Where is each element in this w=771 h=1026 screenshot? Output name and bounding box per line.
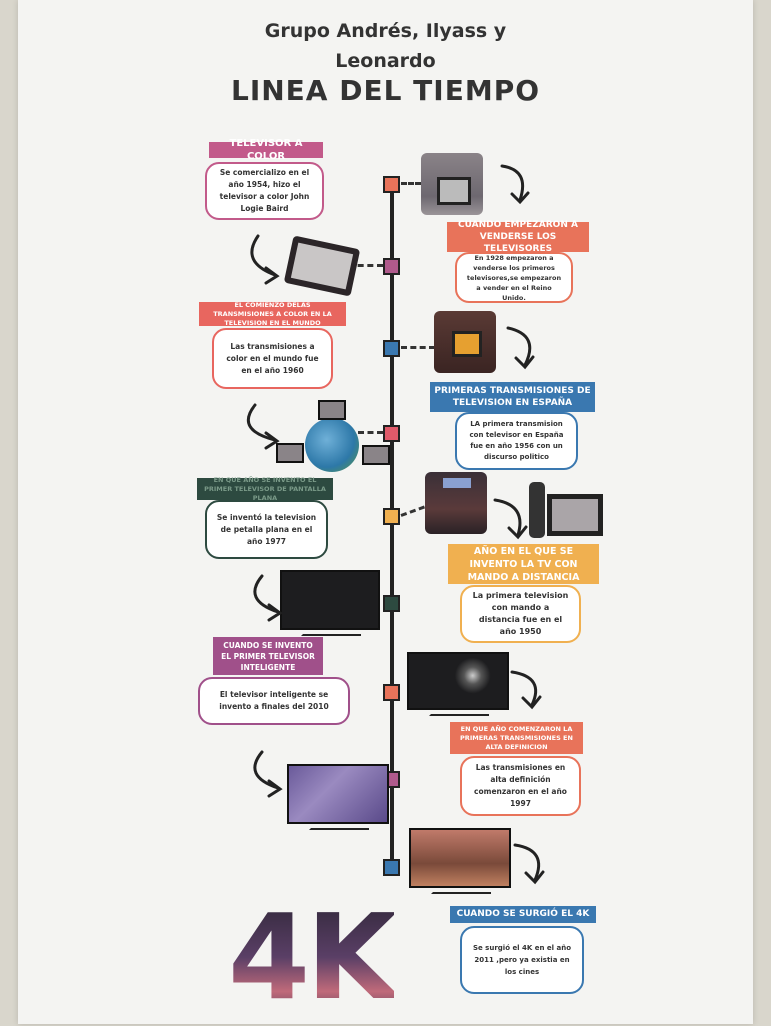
connector (348, 264, 383, 267)
event-description: Las transmisiones en alta definición com… (460, 756, 581, 816)
connector (401, 182, 421, 185)
event-label: CUANDO SE SURGIÓ EL 4K (450, 906, 596, 923)
event-label: AÑO EN EL QUE SE INVENTO LA TV CON MANDO… (448, 544, 599, 584)
flat-screen-tv-image (280, 570, 380, 636)
connector (401, 346, 435, 349)
event-label: EN QUE AÑO SE INVENTO EL PRIMER TELEVISO… (197, 476, 333, 502)
timeline-node (383, 508, 400, 525)
group-names-line2: Leonardo (335, 50, 436, 72)
curved-arrow-icon (253, 750, 280, 790)
retro-tv-icon (547, 494, 603, 536)
event-label: EN QUE AÑO COMENZARON LA PRIMERAS TRANSM… (450, 722, 583, 754)
event-description: En 1928 empezaron a venderse los primero… (455, 252, 573, 303)
old-tv-photo (421, 153, 483, 215)
timeline-node (383, 859, 400, 876)
smart-tv-fireworks-image (407, 652, 509, 716)
hd-tv-clouds-image (287, 764, 389, 830)
event-label: TELEVISOR A COLOR (209, 138, 323, 162)
timeline-node (383, 176, 400, 193)
page-title: LINEA DEL TIEMPO (230, 74, 541, 107)
timeline-node (383, 595, 400, 612)
4k-graphic: 4K (228, 888, 398, 1026)
event-label: CUANDO EMPEZARON A VENDERSE LOS TELEVISO… (447, 220, 589, 254)
group-names-line1: Grupo Andrés, Ilyass y (264, 20, 507, 42)
small-tv-icon (318, 400, 346, 420)
globe-hands-image (305, 418, 359, 472)
4k-tv-lion-image (409, 828, 511, 894)
event-description: LA primera transmision con televisor en … (455, 412, 578, 470)
curved-arrow-icon (246, 403, 277, 442)
timeline-axis (390, 180, 394, 870)
timeline-node (383, 258, 400, 275)
timeline-node (383, 425, 400, 442)
event-description: Las transmisiones a color en el mundo fu… (212, 328, 333, 389)
event-description: Se inventó la television de petalla plan… (205, 500, 328, 559)
event-label: CUANDO SE INVENTO EL PRIMER TELEVISOR IN… (213, 637, 323, 675)
event-description: El televisor inteligente se invento a fi… (198, 677, 350, 725)
curved-arrow-icon (513, 843, 541, 882)
timeline-node (383, 684, 400, 701)
tv-broadcast-photo (434, 311, 496, 373)
curved-arrow-icon (253, 574, 280, 614)
curved-arrow-icon (250, 234, 277, 277)
curved-arrow-icon (500, 164, 525, 202)
remote-control-icon (529, 482, 545, 538)
timeline-node (383, 340, 400, 357)
event-label: EL COMIENZO DELAS TRANSMISIONES A COLOR … (199, 301, 346, 327)
event-description: La primera television con mando a distan… (460, 585, 581, 643)
small-tv-icon (362, 445, 390, 465)
living-room-tv-photo (425, 472, 487, 534)
curved-arrow-icon (493, 498, 522, 537)
event-description: Se surgió el 4K en el año 2011 ,pero ya … (460, 926, 584, 994)
small-tv-icon (276, 443, 304, 463)
event-label: PRIMERAS TRANSMISIONES DE TELEVISION EN … (430, 382, 595, 412)
event-description: Se comercializo en el año 1954, hizo el … (205, 162, 324, 220)
curved-arrow-icon (506, 326, 532, 367)
curved-arrow-icon (510, 670, 538, 707)
connector (358, 431, 383, 434)
